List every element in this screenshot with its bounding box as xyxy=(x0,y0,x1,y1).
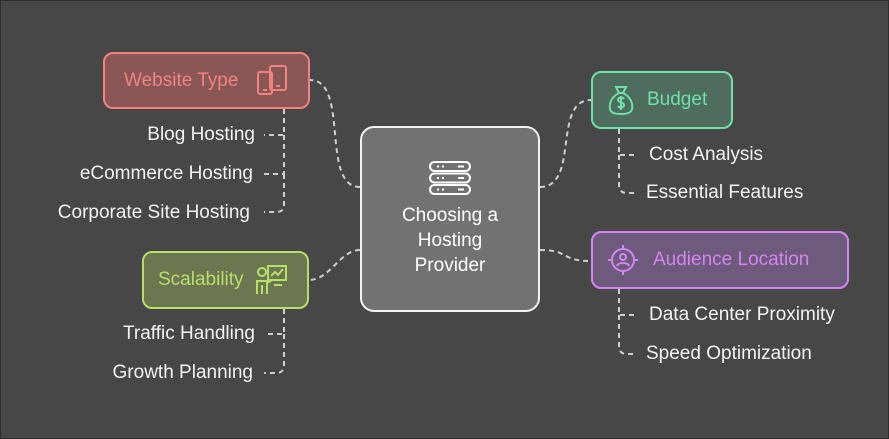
connector-essential-features xyxy=(618,155,637,194)
connector-ecommerce-hosting xyxy=(264,135,285,175)
connector-data-center xyxy=(618,289,637,316)
item-cost-analysis: Cost Analysis xyxy=(649,144,764,165)
branch-scalability-label: Scalability xyxy=(158,269,244,290)
branch-scalability: Scalability xyxy=(142,251,309,309)
item-traffic-handling: Traffic Handling xyxy=(122,323,255,344)
central-topic-node: Choosing a Hosting Provider xyxy=(360,126,540,312)
connector-scalability xyxy=(308,249,361,281)
item-ecommerce-hosting: eCommerce Hosting xyxy=(79,163,253,184)
item-data-center-proximity: Data Center Proximity xyxy=(649,304,835,325)
branch-website-type-label: Website Type xyxy=(124,69,239,91)
connector-budget xyxy=(539,99,592,188)
central-topic-title: Choosing a Hosting Provider xyxy=(401,204,499,276)
branch-audience-location: Audience Location xyxy=(591,231,849,289)
connector-website-type xyxy=(309,79,361,188)
item-speed-optimization: Speed Optimization xyxy=(646,343,812,364)
branch-website-type: Website Type xyxy=(103,52,310,109)
devices-icon xyxy=(256,64,288,98)
item-essential-features: Essential Features xyxy=(646,182,804,203)
connector-growth-planning xyxy=(264,334,285,374)
money-bag-icon xyxy=(607,84,635,116)
item-blog-hosting: Blog Hosting xyxy=(147,124,255,145)
item-corporate-site-hosting: Corporate Site Hosting xyxy=(57,202,250,223)
connector-speed-optimization xyxy=(618,315,637,355)
connector-traffic-handling xyxy=(264,309,285,335)
connector-cost-analysis xyxy=(618,129,637,156)
item-growth-planning: Growth Planning xyxy=(112,362,253,383)
branch-budget: Budget xyxy=(591,71,733,129)
presenter-chart-icon xyxy=(254,263,288,297)
connector-audience xyxy=(539,249,592,262)
branch-budget-label: Budget xyxy=(647,89,708,110)
branch-audience-location-label: Audience Location xyxy=(653,249,810,270)
connector-blog-hosting xyxy=(264,109,285,136)
location-target-icon xyxy=(607,244,639,276)
connector-corporate-hosting xyxy=(264,174,285,213)
server-stack-icon xyxy=(424,160,476,195)
